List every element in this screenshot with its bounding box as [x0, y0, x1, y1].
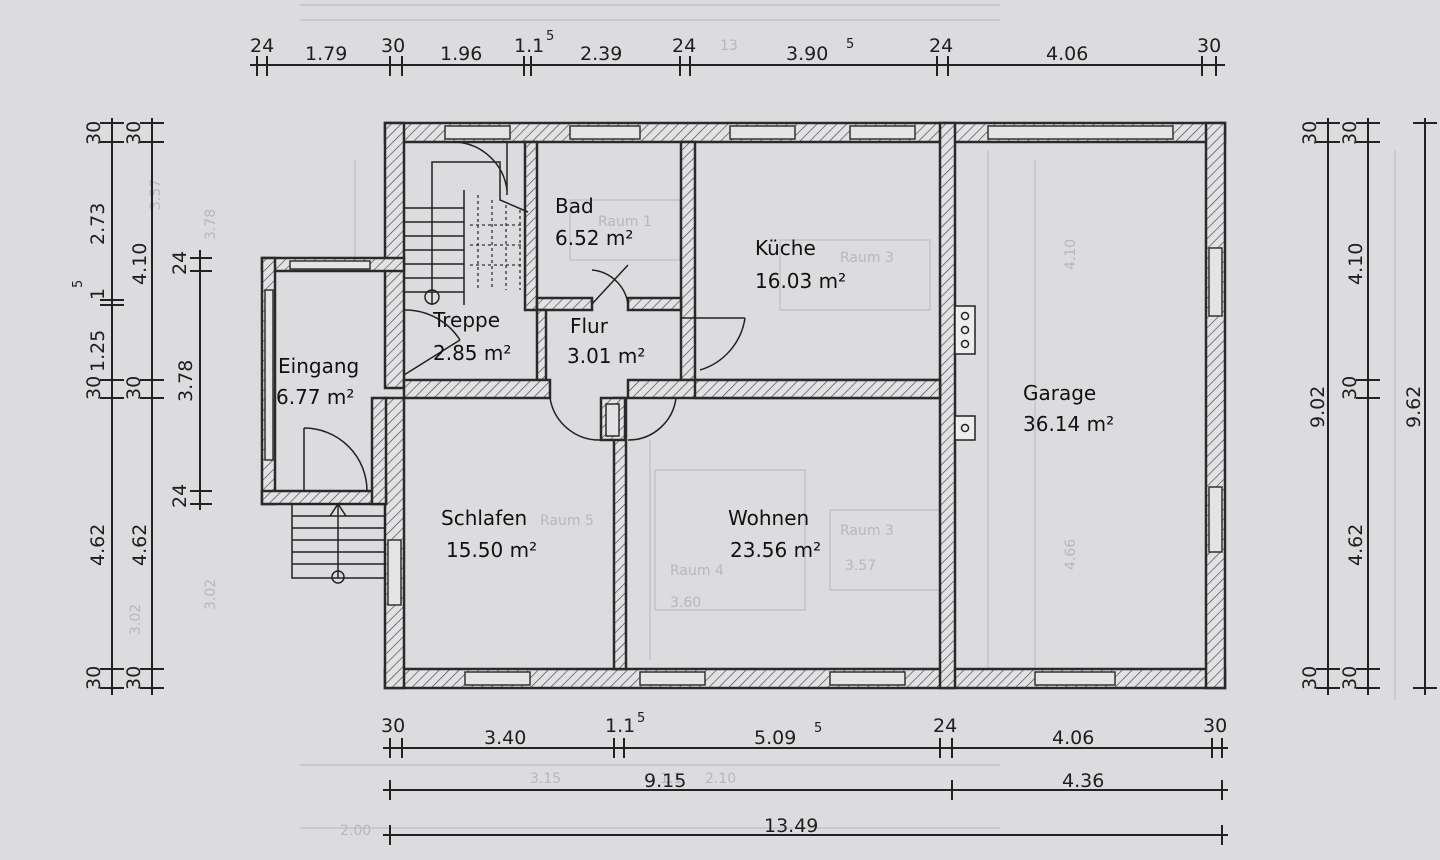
dim-left: 1.25: [87, 330, 109, 372]
dim-right-total: 9.62: [1403, 386, 1425, 428]
ghost-label: 3.57: [845, 558, 876, 574]
dim-top: 24: [672, 35, 696, 57]
dim-right-mid: 4.62: [1345, 524, 1367, 566]
dim-left: 2.73: [87, 203, 109, 245]
dim-left-inner: 3.78: [175, 360, 197, 402]
dim-bottom-sup: 5: [637, 711, 645, 726]
room-area-schlafen: 15.50 m²: [446, 538, 537, 562]
dim-right-mid: 30: [1339, 666, 1361, 690]
ghost-label: 4.66: [1063, 539, 1079, 570]
dim-left: 4.62: [87, 524, 109, 566]
dim-top: 1.79: [305, 43, 347, 65]
dim-bottom: 9.15: [644, 770, 686, 792]
inner-walls: [402, 121, 957, 690]
dim-left-mid: 30: [123, 376, 145, 400]
ghost-label: 3.02: [203, 579, 219, 610]
dim-right-mid: 30: [1339, 376, 1361, 400]
ghost-label: 3.15: [530, 771, 561, 787]
dim-right-inner: 30: [1299, 121, 1321, 145]
ghost-label: 1.1: [660, 771, 682, 787]
room-area-kueche: 16.03 m²: [755, 269, 846, 293]
dim-bottom-sup: 5: [814, 721, 822, 736]
ghost-printthrough: Raum 1 Raum 3 Raum 4 Raum 5 Raum 3 3.57 …: [128, 4, 1396, 839]
dim-bottom: 30: [381, 715, 405, 737]
ghost-label: 4.10: [1063, 239, 1079, 270]
dim-top: 2.39: [580, 43, 622, 65]
top-dimension-line: 24 1.79 30 1.96 1.1 5 2.39 24 3.90 5 24 …: [250, 29, 1225, 76]
room-name-eingang: Eingang: [278, 354, 359, 378]
dim-left: 30: [83, 376, 105, 400]
dim-top-sup: 5: [546, 29, 554, 44]
room-name-flur: Flur: [570, 314, 609, 338]
room-area-flur: 3.01 m²: [567, 344, 645, 368]
ghost-label: Raum 4: [670, 563, 724, 579]
dim-bottom-total: 13.49: [764, 815, 818, 837]
dim-right-inner: 30: [1299, 666, 1321, 690]
dim-top: 4.06: [1046, 43, 1088, 65]
ghost-label: 3.60: [670, 595, 701, 611]
dim-left: 1: [87, 288, 109, 300]
ghost-label: 2.00: [340, 823, 371, 839]
room-name-treppe: Treppe: [432, 308, 500, 332]
dim-top: 3.90: [786, 43, 828, 65]
room-area-eingang: 6.77 m²: [276, 385, 354, 409]
dim-left: 30: [83, 666, 105, 690]
dim-top: 24: [929, 35, 953, 57]
dim-left: 30: [83, 121, 105, 145]
dim-right-mid: 30: [1339, 121, 1361, 145]
room-labels: Bad 6.52 m² Küche 16.03 m² Treppe 2.85 m…: [276, 194, 1114, 562]
room-name-wohnen: Wohnen: [728, 506, 809, 530]
right-dimension-lines: 30 9.02 30 30 4.10 30 4.62 30 9.62: [1299, 118, 1437, 695]
dim-bottom: 4.06: [1052, 727, 1094, 749]
ghost-label: Raum 5: [540, 513, 594, 529]
dim-bottom: 4.36: [1062, 770, 1104, 792]
staircase: [404, 161, 529, 305]
dim-bottom: 5.09: [754, 727, 796, 749]
dim-left-inner: 24: [169, 251, 191, 275]
room-name-garage: Garage: [1023, 381, 1096, 405]
dim-left-mid: 4.62: [129, 524, 151, 566]
left-dimension-lines: 30 2.73 1.25 1 5 30 4.62 30 30 4.10 30 4…: [71, 118, 212, 695]
dim-top: 30: [381, 35, 405, 57]
dim-left-mid: 30: [123, 121, 145, 145]
dim-top: 30: [1197, 35, 1221, 57]
windows: [264, 125, 1223, 686]
ghost-label: Raum 3: [840, 250, 894, 266]
room-area-treppe: 2.85 m²: [433, 341, 511, 365]
bottom-dimension-lines: 30 3.40 1.1 5 5.09 5 24 4.06 30 9.15 4.3…: [381, 711, 1228, 845]
room-area-bad: 6.52 m²: [555, 226, 633, 250]
dim-top: 1.96: [440, 43, 482, 65]
ghost-label: 2.10: [705, 771, 736, 787]
entrance-steps: [291, 502, 386, 584]
dim-top: 1.1: [514, 35, 544, 57]
dim-top-sup: 5: [846, 37, 854, 52]
room-area-wohnen: 23.56 m²: [730, 538, 821, 562]
room-name-schlafen: Schlafen: [441, 506, 527, 530]
ghost-label: 3.57: [148, 179, 164, 210]
dim-bottom: 1.1: [605, 715, 635, 737]
dim-left-mid: 30: [123, 666, 145, 690]
room-area-garage: 36.14 m²: [1023, 412, 1114, 436]
dim-bottom: 30: [1203, 715, 1227, 737]
dim-left-inner: 24: [169, 484, 191, 508]
dim-bottom: 24: [933, 715, 957, 737]
dim-left-sup: 5: [71, 280, 86, 288]
ghost-label: Raum 1: [598, 214, 652, 230]
dim-top: 24: [250, 35, 274, 57]
ghost-label: Raum 3: [840, 523, 894, 539]
dim-right-mid: 4.10: [1345, 243, 1367, 285]
doors: [303, 141, 976, 492]
ghost-label: 3.78: [203, 209, 219, 240]
room-name-bad: Bad: [555, 194, 594, 218]
ghost-label: 13: [720, 38, 738, 54]
dim-right-inner: 9.02: [1307, 386, 1329, 428]
room-name-kueche: Küche: [755, 236, 816, 260]
dim-bottom: 3.40: [484, 727, 526, 749]
dim-left-mid: 4.10: [129, 243, 151, 285]
ghost-label: 3.02: [128, 604, 144, 635]
